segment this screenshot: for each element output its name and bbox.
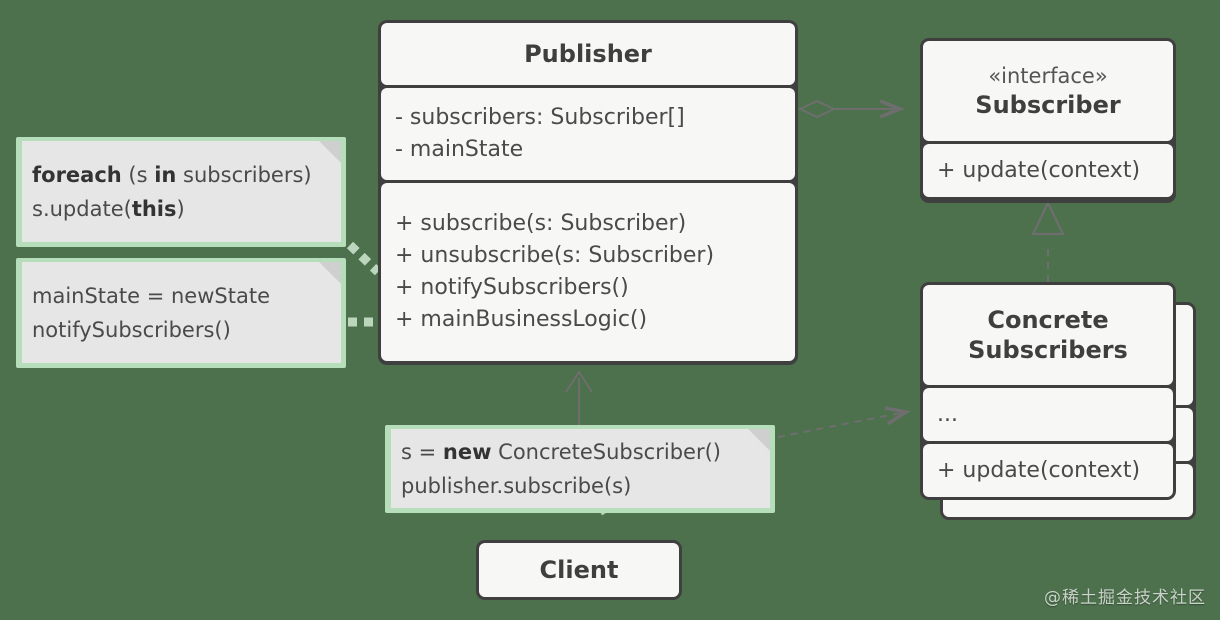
note-notify-body: foreach (s in subscribers) s.update(this… bbox=[22, 141, 341, 242]
publisher-method: + unsubscribe(s: Subscriber) bbox=[395, 243, 715, 268]
concrete-methods-compartment: + update(context) bbox=[923, 444, 1173, 497]
note-notify-keyword-this: this bbox=[131, 196, 177, 221]
publisher-method: + notifySubscribers() bbox=[395, 275, 629, 300]
note-client-line1-rest-b: ConcreteSubscriber() bbox=[491, 439, 721, 464]
subscriber-stereotype: «interface» bbox=[988, 63, 1108, 88]
connector-client-concrete bbox=[777, 406, 911, 438]
note-notify-line1-rest-b: subscribers) bbox=[176, 162, 312, 187]
note-notify-subscribers[interactable]: foreach (s in subscribers) s.update(this… bbox=[16, 137, 346, 247]
client-title-compartment: Client bbox=[479, 543, 679, 597]
concrete-title-line1: Concrete bbox=[987, 306, 1109, 334]
concrete-title-compartment: Concrete Subscribers bbox=[923, 285, 1173, 385]
concrete-fields-compartment: ... bbox=[923, 388, 1173, 441]
note-client-keyword-new: new bbox=[442, 439, 492, 464]
note-notify-keyword-foreach: foreach bbox=[32, 162, 122, 187]
class-concrete-subscribers[interactable]: Concrete Subscribers ... + update(contex… bbox=[920, 282, 1176, 500]
note-client-line1-rest-a: s = bbox=[401, 439, 443, 464]
class-client[interactable]: Client bbox=[476, 540, 682, 600]
note-client-line-1: s = new ConcreteSubscriber() bbox=[401, 435, 760, 469]
watermark: @稀土掘金技术社区 bbox=[1044, 588, 1206, 608]
concrete-title-line2: Subscribers bbox=[968, 336, 1128, 364]
subscriber-methods-compartment: + update(context) bbox=[923, 144, 1173, 197]
concrete-method: + update(context) bbox=[937, 457, 1141, 483]
publisher-title-compartment: Publisher bbox=[381, 23, 795, 85]
publisher-title: Publisher bbox=[524, 40, 652, 68]
note-notify-line-2: s.update(this) bbox=[32, 192, 331, 226]
note-notify-line-1: foreach (s in subscribers) bbox=[32, 158, 331, 192]
subscriber-title: Subscriber bbox=[975, 90, 1121, 119]
publisher-fields-compartment: - subscribers: Subscriber[] - mainState bbox=[381, 88, 795, 180]
note-main-state-body: mainState = newState notifySubscribers() bbox=[22, 262, 341, 363]
publisher-field: - subscribers: Subscriber[] bbox=[395, 105, 685, 130]
publisher-method: + subscribe(s: Subscriber) bbox=[395, 211, 687, 236]
subscriber-title-compartment: «interface» Subscriber bbox=[923, 41, 1173, 141]
note-main-state[interactable]: mainState = newState notifySubscribers() bbox=[16, 258, 346, 368]
connector-concrete-realizes-subscriber bbox=[1031, 200, 1065, 282]
note-client-line-2: publisher.subscribe(s) bbox=[401, 473, 632, 498]
client-title: Client bbox=[539, 556, 619, 584]
class-publisher[interactable]: Publisher - subscribers: Subscriber[] - … bbox=[378, 20, 798, 365]
connector-client-publisher bbox=[565, 370, 593, 432]
note-notify-line2-rest-a: s.update( bbox=[32, 196, 132, 221]
note-anchor-notify bbox=[346, 241, 382, 276]
note-main-state-line-2: notifySubscribers() bbox=[32, 317, 231, 342]
note-client-body: s = new ConcreteSubscriber() publisher.s… bbox=[391, 429, 770, 508]
publisher-methods-compartment: + subscribe(s: Subscriber) + unsubscribe… bbox=[381, 183, 795, 361]
subscriber-method: + update(context) bbox=[937, 157, 1141, 183]
connector-publisher-subscriber bbox=[797, 99, 905, 119]
note-notify-keyword-in: in bbox=[154, 162, 177, 187]
note-main-state-line-1: mainState = newState bbox=[32, 283, 270, 308]
note-notify-line2-rest-b: ) bbox=[176, 196, 185, 221]
note-client-subscribe[interactable]: s = new ConcreteSubscriber() publisher.s… bbox=[385, 425, 775, 513]
publisher-field: - mainState bbox=[395, 137, 524, 162]
class-subscriber-interface[interactable]: «interface» Subscriber + update(context) bbox=[920, 38, 1176, 203]
concrete-field: ... bbox=[937, 401, 958, 427]
note-notify-line1-rest-a: (s bbox=[121, 162, 155, 187]
publisher-method: + mainBusinessLogic() bbox=[395, 307, 648, 332]
